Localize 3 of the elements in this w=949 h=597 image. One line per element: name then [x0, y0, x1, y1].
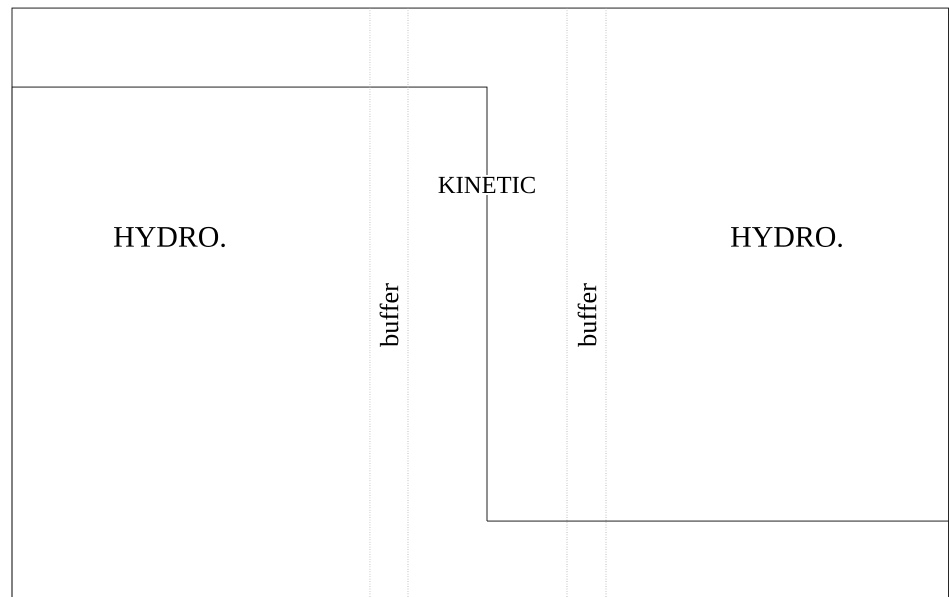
region-label: KINETIC [436, 174, 538, 196]
buffer-band: buffer [566, 8, 606, 597]
buffer-band: buffer [370, 8, 408, 597]
